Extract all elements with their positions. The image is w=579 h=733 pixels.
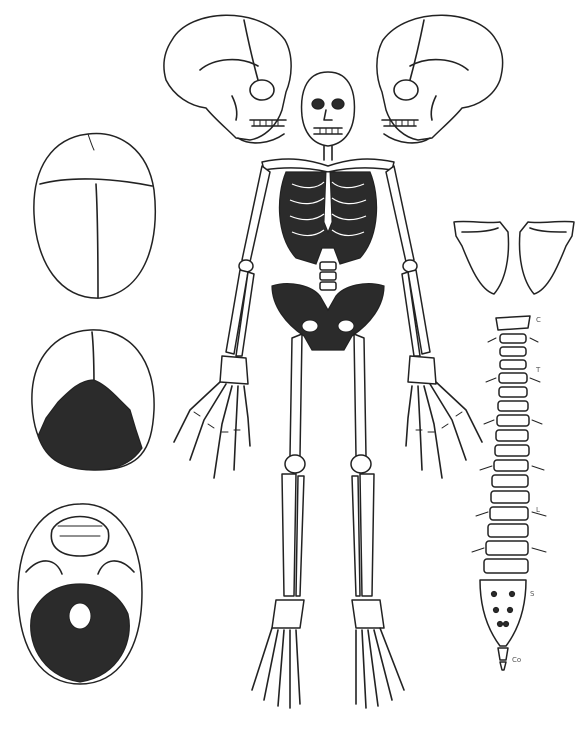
ribcage [279,172,376,264]
spine-label-coccygeal: Co [512,656,521,664]
left-arm [226,166,270,356]
skull-lateral-left [164,15,291,143]
skull-anterior [302,72,355,146]
lower-legs [282,474,374,596]
vertebrae [484,334,529,573]
lumbar-spine [320,262,336,290]
skull-posterior-view [32,330,154,470]
vertebral-column: C T L S Co [472,316,546,670]
femurs [285,334,371,473]
skull-inferior-view [18,504,142,684]
full-skeleton-anterior [174,72,482,708]
skull-superior-view [34,133,155,298]
spine-label-cervical: C [536,316,541,324]
skull-lateral-right [377,15,503,143]
spine-label-lumbar: L [536,506,540,514]
right-hand [406,356,482,478]
spine-label-thoracic: T [535,366,541,374]
left-hand [174,356,250,478]
pelvis [272,284,384,350]
spine-label-sacral: S [530,590,535,598]
feet [252,600,404,708]
scapulae [454,221,574,294]
right-arm [386,166,430,356]
